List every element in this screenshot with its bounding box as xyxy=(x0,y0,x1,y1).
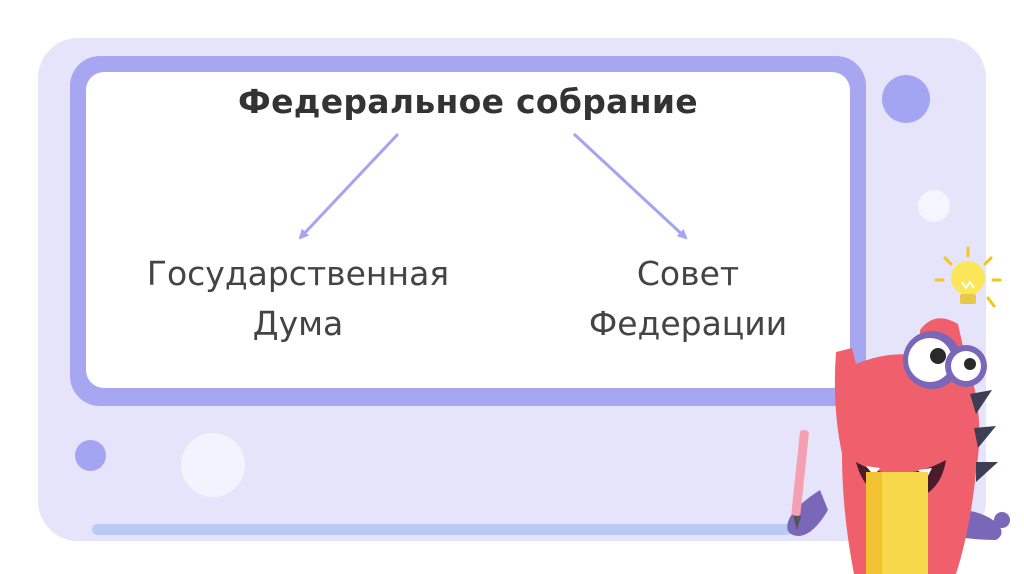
node-gosduma: Государственная Дума xyxy=(118,249,478,349)
decor-circle xyxy=(181,433,245,497)
node-line: Дума xyxy=(252,304,344,343)
decor-circle xyxy=(882,75,930,123)
decor-circle xyxy=(918,190,950,222)
dino-mascot-illustration xyxy=(787,246,1010,574)
board xyxy=(86,72,850,388)
node-line: Федерации xyxy=(588,304,788,343)
bottom-decor-bar xyxy=(92,524,792,535)
lightbulb-icon xyxy=(934,246,1002,308)
node-line: Государственная xyxy=(146,254,450,293)
node-line: Совет xyxy=(636,254,740,293)
decor-circle xyxy=(75,440,106,471)
node-sovet-federatsii: Совет Федерации xyxy=(558,249,818,349)
diagram-title: Федеральное собрание xyxy=(238,82,698,121)
